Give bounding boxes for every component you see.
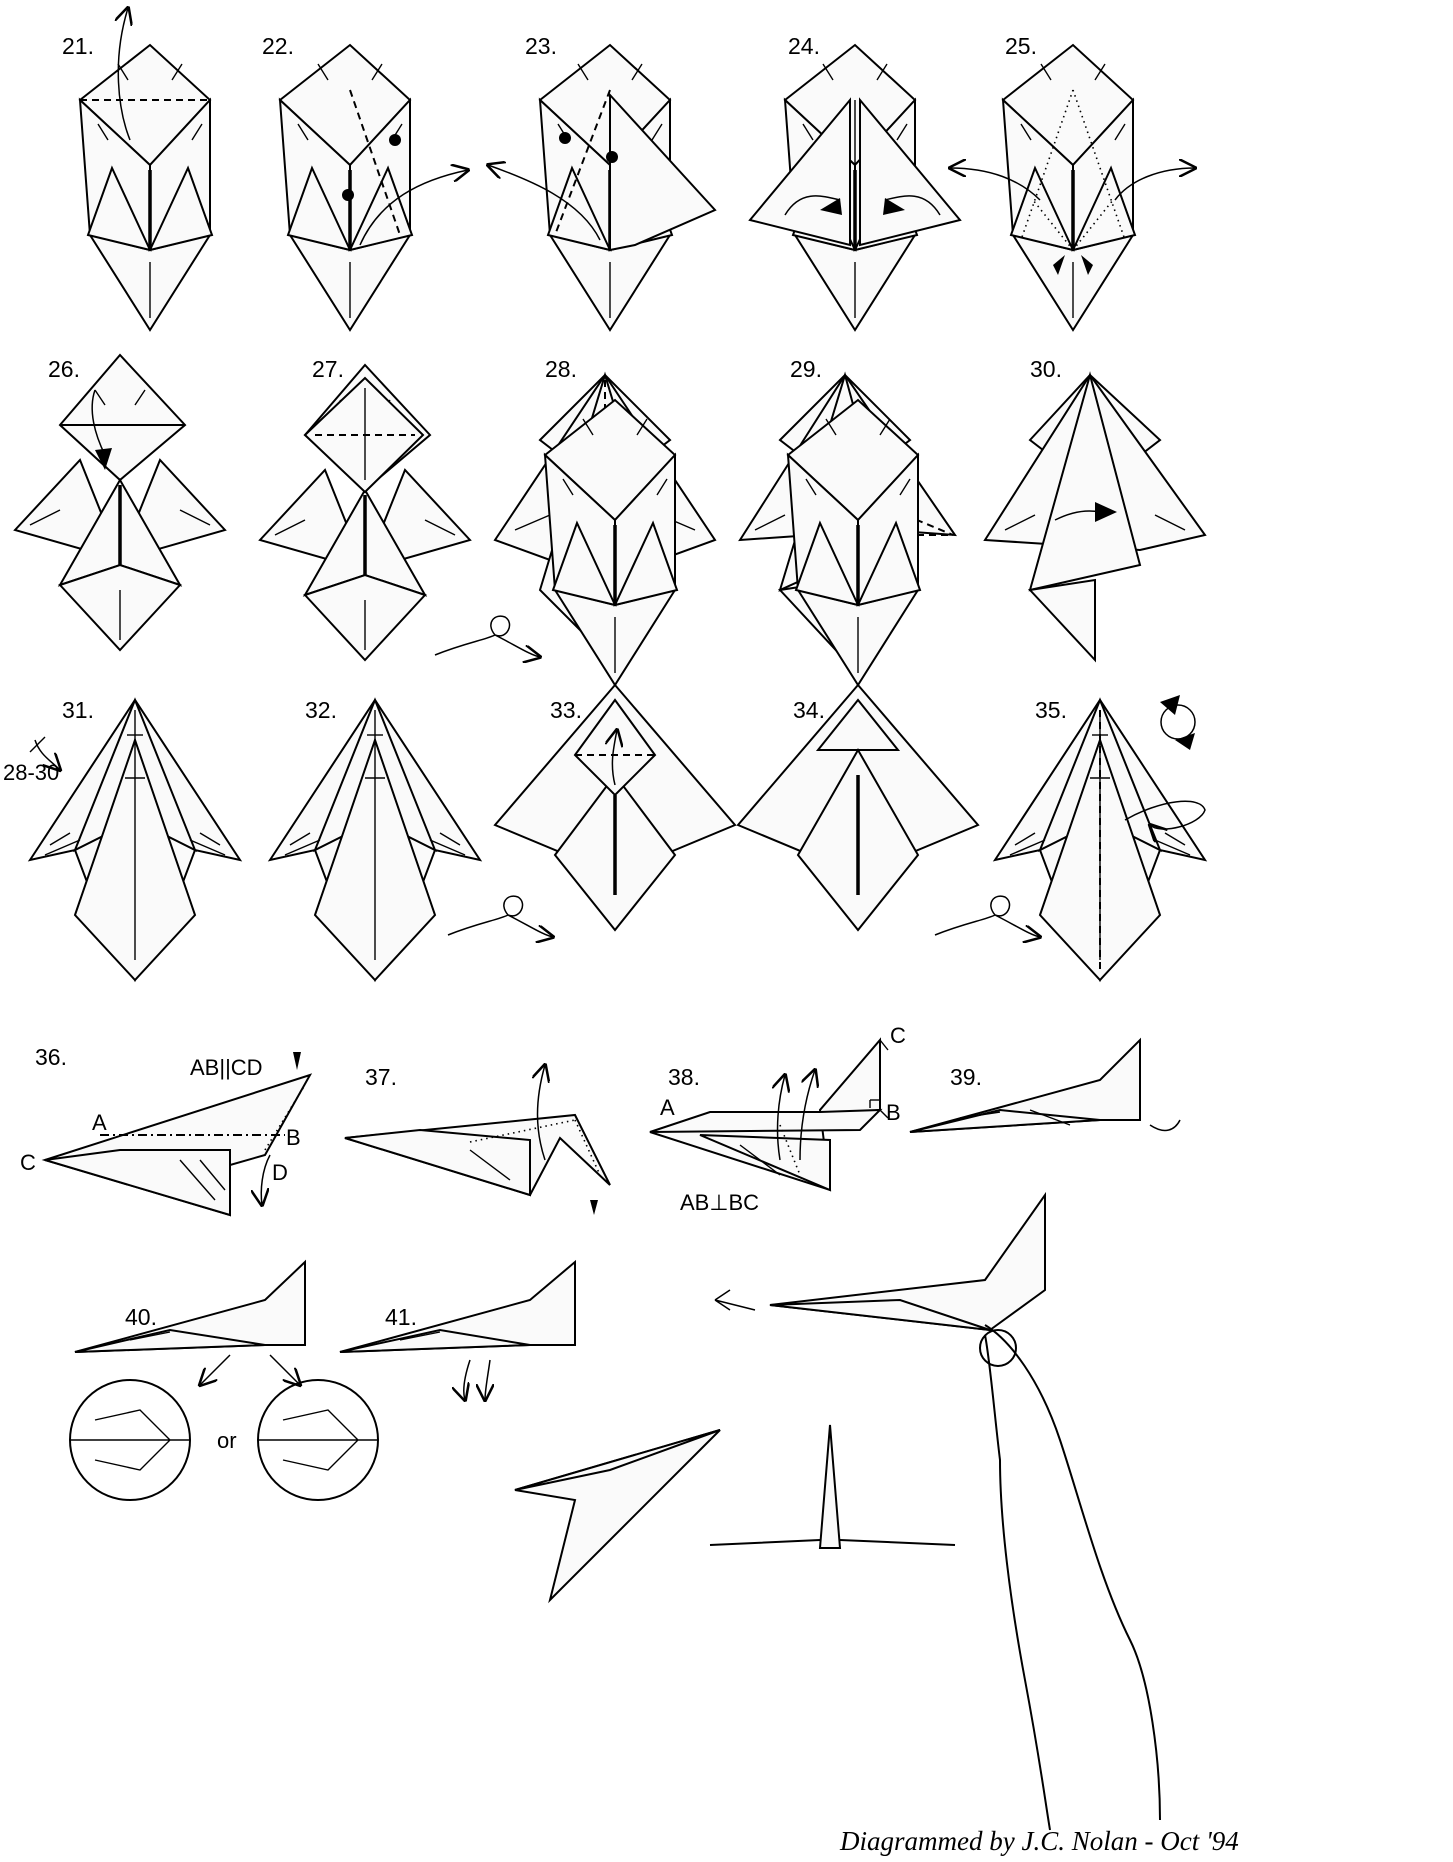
step-number: 41. [385, 1304, 417, 1330]
step-number: 36. [35, 1044, 67, 1070]
repeat-steps-note: 28-30 [3, 760, 59, 785]
step-24: 24. [750, 33, 960, 330]
final-model [515, 1195, 1160, 1830]
step-number: 39. [950, 1064, 982, 1090]
step-22: 22. [262, 33, 468, 330]
step-35: 35. [995, 695, 1205, 980]
point-d-label: D [272, 1160, 288, 1185]
step-number: 37. [365, 1064, 397, 1090]
point-c-label: C [20, 1150, 36, 1175]
step-26: 26. [15, 355, 225, 650]
step-39: 39. [910, 1040, 1180, 1132]
step-number: 38. [668, 1064, 700, 1090]
step-number: 31. [62, 697, 94, 723]
step-number: 27. [312, 356, 344, 382]
step-30: 30. [985, 356, 1205, 660]
step-number: 40. [125, 1304, 157, 1330]
point-c-label-38: C [890, 1023, 906, 1048]
parallel-note: AB||CD [190, 1055, 263, 1080]
step-31: 31. 28-30 [3, 697, 240, 980]
step-number: 23. [525, 33, 557, 59]
perpendicular-note: AB⊥BC [680, 1190, 759, 1215]
step-27: 27. [260, 356, 540, 660]
step-number: 25. [1005, 33, 1037, 59]
or-note: or [217, 1428, 237, 1453]
step-number: 21. [62, 33, 94, 59]
step-number: 32. [305, 697, 337, 723]
step-23: 23. [488, 33, 715, 330]
point-a-label: A [92, 1110, 107, 1135]
step-number: 35. [1035, 697, 1067, 723]
step-33: 33. [495, 400, 735, 930]
step-40: 40. or [70, 1262, 378, 1500]
step-41: 41. [340, 1262, 575, 1400]
step-number: 29. [790, 356, 822, 382]
point-b-label-38: B [886, 1100, 901, 1125]
step-number: 22. [262, 33, 294, 59]
step-number: 24. [788, 33, 820, 59]
step-number: 30. [1030, 356, 1062, 382]
step-number: 34. [793, 697, 825, 723]
step-number: 28. [545, 356, 577, 382]
step-number: 26. [48, 356, 80, 382]
credit-line: Diagrammed by J.C. Nolan - Oct '94 [839, 1826, 1239, 1856]
step-38: 38. C A B AB⊥BC [650, 1023, 906, 1215]
point-a-label-38: A [660, 1095, 675, 1120]
point-b-label: B [286, 1125, 301, 1150]
step-36: 36. AB||CD C A B D [20, 1044, 310, 1215]
step-number: 33. [550, 697, 582, 723]
step-21: 21. [62, 8, 212, 330]
step-37: 37. [345, 1064, 610, 1215]
step-25: 25. [950, 33, 1195, 330]
step-32: 32. [270, 697, 553, 980]
